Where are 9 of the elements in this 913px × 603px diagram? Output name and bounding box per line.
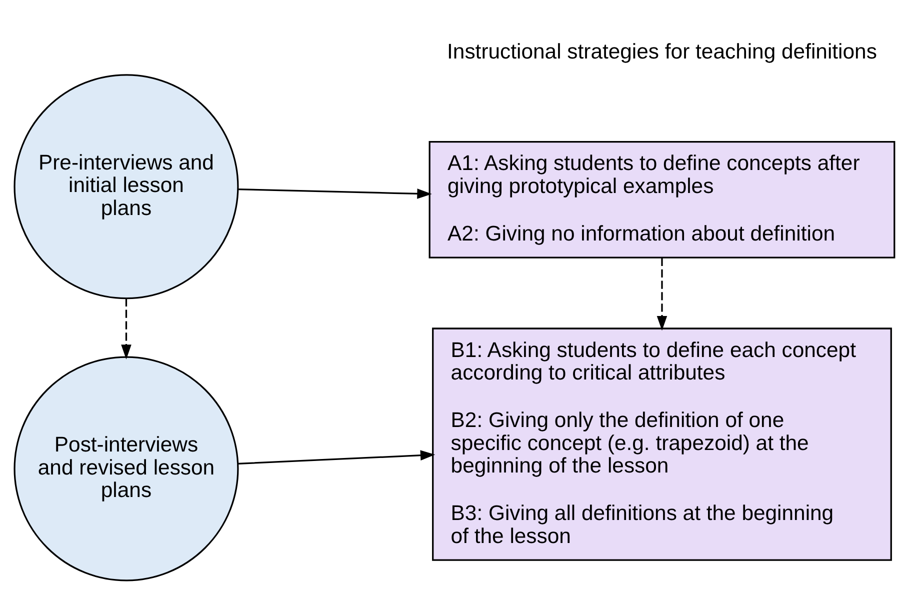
arrow xyxy=(238,188,432,198)
arrow xyxy=(121,298,132,359)
arrow xyxy=(238,450,436,464)
node-circle: Pre-interviews and initial lesson plans xyxy=(14,74,239,299)
node-box: A1: Asking students to define concepts after giving prototypical examples A2: Giving no information about definition xyxy=(428,140,896,258)
node-circle: Post-interviews and revised lesson plans xyxy=(14,356,239,581)
label: Instructional strategies for teaching definitions xyxy=(447,40,877,63)
arrow xyxy=(656,257,668,330)
node-box: B1: Asking students to define each concept according to critical attributes B2: Giving only the definition of one specific concept (e.g. trapezoid) at the beginning of the lesson B3: Giving all definitions at the beginning of the lesson xyxy=(432,327,892,560)
